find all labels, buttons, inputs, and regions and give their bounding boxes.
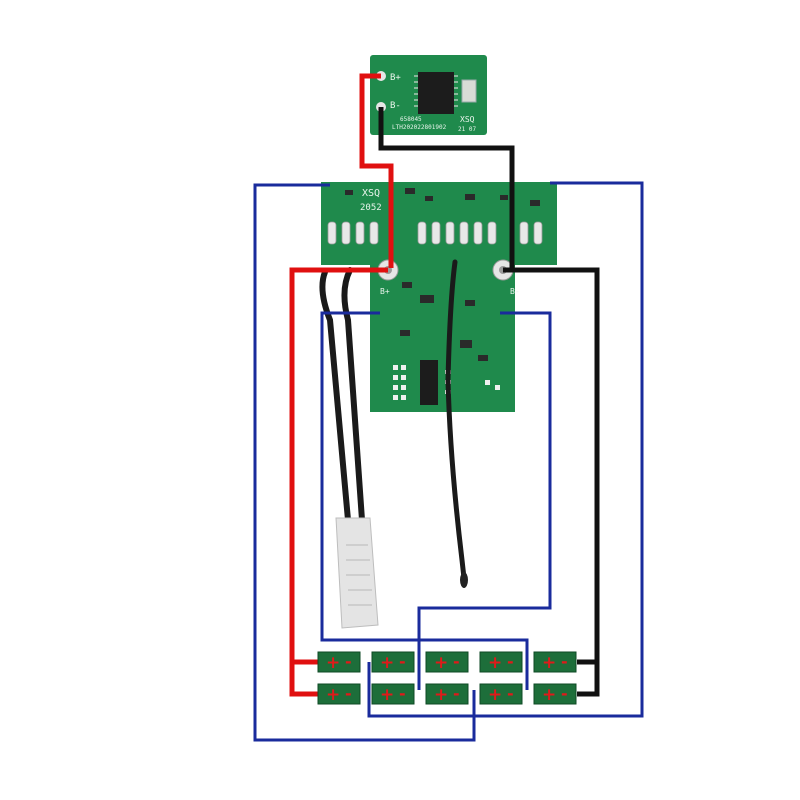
positive-wire-pack — [289, 267, 388, 665]
battery-cell: +- — [533, 683, 577, 705]
battery-cell-minus-symbol: - — [453, 652, 460, 671]
thermistor-probe-tip — [460, 572, 468, 588]
battery-cell-body — [371, 683, 415, 705]
small-pcb-bplus-label: B+ — [390, 73, 401, 83]
main-pcb-bminus-label: B- — [510, 287, 520, 296]
main-pcb-ic — [420, 360, 438, 405]
small-pcb-code-line1: 658045 — [400, 116, 422, 123]
battery-cell-body — [425, 651, 469, 673]
battery-cell-plus-symbol: + — [326, 653, 340, 673]
thermistor-probe — [445, 259, 468, 588]
battery-cell-body — [425, 683, 469, 705]
battery-cell-body — [317, 683, 361, 705]
battery-cell: +- — [371, 683, 415, 705]
positive-wire-small-board — [359, 73, 394, 268]
balance-wire-inner-left — [320, 311, 529, 690]
battery-cell: +- — [533, 651, 577, 673]
battery-cell: +- — [425, 651, 469, 673]
small-pcb-date: 21 07 — [458, 126, 476, 133]
battery-cell: +- — [371, 651, 415, 673]
main-pcb-brand: XSQ — [362, 188, 380, 199]
balance-wire-inner-right — [417, 311, 552, 690]
negative-wires — [378, 107, 600, 697]
small-pcb-ic-pins — [414, 75, 458, 107]
small-pcb-component — [461, 79, 477, 103]
small-pcb-ic — [418, 72, 454, 114]
battery-cell: +- — [425, 683, 469, 705]
balance-wire-outer-right — [367, 181, 644, 718]
battery-cell-body — [479, 651, 523, 673]
battery-cell-plus-symbol: + — [380, 653, 394, 673]
battery-cell-plus-symbol: + — [434, 653, 448, 673]
negative-wire-pack — [503, 267, 600, 665]
battery-cell: +- — [479, 651, 523, 673]
battery-cell-plus-symbol: + — [542, 685, 556, 705]
thermal-fuse — [319, 267, 379, 629]
small-pcb-board: B+ B- 658045 LTH202022801902 XSQ 21 07 — [370, 55, 487, 135]
thermal-fuse-lead-1 — [319, 269, 351, 523]
negative-wire-pack-row2 — [577, 662, 600, 697]
positive-wire-pack-row2 — [289, 662, 318, 697]
battery-cell-plus-symbol: + — [326, 685, 340, 705]
battery-cell-plus-symbol: + — [380, 685, 394, 705]
battery-cell-body — [371, 651, 415, 673]
battery-cell-minus-symbol: - — [507, 684, 514, 703]
balance-wires — [253, 181, 644, 742]
battery-cell: +- — [317, 651, 361, 673]
negative-wire-small-board — [378, 107, 515, 268]
battery-cell-minus-symbol: - — [561, 684, 568, 703]
battery-cell-body — [533, 683, 577, 705]
battery-cell-minus-symbol: - — [561, 652, 568, 671]
main-pcb-bplus-label: B+ — [380, 287, 390, 296]
thermal-fuse-print — [346, 544, 372, 606]
small-pcb-brand: XSQ — [460, 115, 475, 124]
small-pcb-code-line2: LTH202022801902 — [392, 124, 447, 131]
thermal-fuse-body — [335, 517, 379, 629]
battery-cell-plus-symbol: + — [488, 653, 502, 673]
main-pcb-body — [321, 182, 557, 412]
battery-cell-minus-symbol: - — [399, 684, 406, 703]
battery-cell-plus-symbol: + — [488, 685, 502, 705]
main-pcb-board: XSQ 2052 B+ B- — [321, 182, 557, 412]
main-pcb-year: 2052 — [360, 203, 382, 213]
positive-wires — [289, 73, 394, 697]
battery-cell-body — [479, 683, 523, 705]
battery-cell-minus-symbol: - — [453, 684, 460, 703]
battery-cell-minus-symbol: - — [399, 652, 406, 671]
battery-cell-plus-symbol: + — [434, 685, 448, 705]
battery-cell: +- — [317, 683, 361, 705]
balance-wire-outer-left — [253, 183, 476, 742]
battery-cell-body — [533, 651, 577, 673]
thermal-fuse-lead-2 — [341, 267, 365, 523]
main-pcb-smd-parts — [345, 188, 540, 361]
battery-cell-minus-symbol: - — [345, 684, 352, 703]
battery-cell-body — [317, 651, 361, 673]
small-pcb-bminus-label: B- — [390, 101, 401, 111]
battery-cells: +-+-+-+-+-+-+-+-+-+- — [317, 651, 577, 705]
battery-cell-minus-symbol: - — [507, 652, 514, 671]
main-pcb-mosfet-row — [327, 221, 543, 245]
battery-cell-minus-symbol: - — [345, 652, 352, 671]
battery-cell: +- — [479, 683, 523, 705]
battery-cell-plus-symbol: + — [542, 653, 556, 673]
thermistor-probe-lead — [445, 259, 467, 581]
